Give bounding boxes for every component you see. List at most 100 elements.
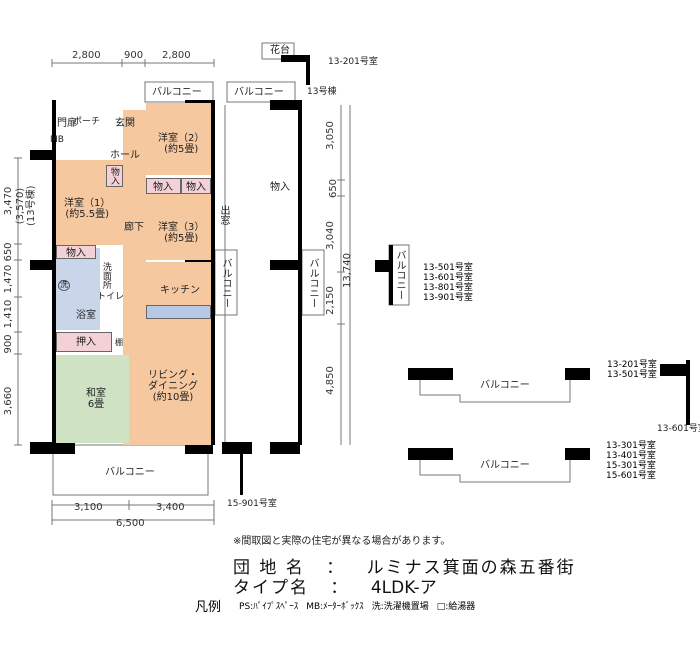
unit-label: 13-401号室 (606, 451, 656, 461)
disclaimer: ※間取図と実際の住宅が異なる場合があります。 (233, 536, 451, 547)
balcony-b-units: 13-301号室 13-401号室 15-301号室 15-601号室 (606, 441, 656, 481)
western1-size: (約5.5畳) (65, 209, 110, 220)
washer-icon: 洗 (58, 280, 70, 291)
western3-label: 洋室（3）(約5畳) (158, 222, 204, 244)
western-room-2 (146, 103, 211, 175)
western3-name: 洋室（3） (158, 222, 205, 233)
side-balcony-label: バルコニー (220, 258, 231, 308)
side-balcony3-label: バルコニー (394, 250, 405, 300)
unit-label: 15-601号室 (606, 471, 656, 481)
dim-left-5: 1,470 (3, 264, 14, 294)
balcony-a-units: 13-201号室 13-501号室 (607, 360, 657, 380)
storage-hall-label: 物入 (108, 167, 119, 185)
unit-label: 13-501号室 (607, 370, 657, 380)
dim-right-1: 3,050 (324, 121, 336, 150)
western1-label: 洋室（1）(約5.5畳) (64, 198, 110, 220)
legend-label: 凡例 (195, 600, 222, 615)
dim-left-1: 3,470 (3, 186, 14, 216)
unit-label: 13-301号室 (606, 441, 656, 451)
mb-label: MB (50, 135, 64, 145)
balcony-a-label: バルコニー (480, 380, 530, 391)
storage2-label: 物入 (153, 182, 173, 193)
complex-name: ルミナス箕面の森五番街 (366, 558, 576, 578)
unit-label: 13-201号室 (607, 360, 657, 370)
toilet-label: トイレ (97, 292, 125, 302)
balcony-top-label: バルコニー (152, 87, 202, 98)
side-balcony-units: 13-501号室 13-601号室 13-801号室 13-901号室 (423, 263, 473, 303)
dim-bottom-total: 6,500 (116, 518, 145, 529)
type-label: タイプ名 (233, 578, 309, 598)
separator: ： (326, 558, 346, 578)
kitchen-counter (146, 305, 211, 319)
storage-1 (56, 245, 96, 259)
unit-label: 13-801号室 (423, 283, 473, 293)
building13-label: 13号棟 (307, 87, 337, 97)
unit-label: 13-601号室 (423, 273, 473, 283)
unit-label: 13-901号室 (423, 293, 473, 303)
western1-name: 洋室（1） (64, 198, 111, 209)
porch-label: ポーチ (73, 117, 101, 127)
dim-right-2: 650 (328, 178, 340, 199)
dim-bottom-2: 3,400 (156, 502, 185, 513)
living-name: リビング・ (148, 370, 198, 381)
dim-right-4: 2,150 (324, 286, 336, 315)
closet (56, 332, 112, 352)
storage-hall (106, 165, 123, 187)
side-balcony2-label: バルコニー (307, 258, 318, 308)
legend: 凡例 PS:ﾊﾟｲﾌﾟｽﾍﾟｰｽ MB:ﾒｰﾀｰﾎﾞｯｸｽ 洗:洗濯機置場 □:… (195, 596, 475, 615)
japanese-name: 和室 (86, 388, 106, 399)
dim-top-1: 2,800 (72, 50, 101, 61)
dining-name: ダイニング (148, 381, 198, 392)
unit-label: 15-301号室 (606, 461, 656, 471)
type-row: タイプ名 ： 4LDK-ア (233, 573, 437, 598)
legend-water-heater: □:給湯器 (436, 602, 476, 612)
living-size: (約10畳) (152, 392, 194, 403)
separator: ： (330, 578, 350, 598)
storage1-label: 物入 (66, 248, 86, 259)
western2-label: 洋室（2）(約5畳) (158, 133, 204, 155)
dim-left-8: 3,660 (3, 386, 14, 416)
unit-label-15-901: 15-901号室 (227, 499, 277, 509)
legend-washer: 洗:洗濯機置場 (371, 602, 429, 612)
dim-right-3: 3,040 (324, 221, 336, 250)
storage3-label: 物入 (186, 182, 206, 193)
storage-unit2-label: 物入 (270, 182, 290, 193)
dim-right-5: 4,850 (324, 366, 336, 395)
legend-mb: MB:ﾒｰﾀｰﾎﾞｯｸｽ (306, 602, 364, 612)
complex-label: 団 地 名 (233, 558, 305, 578)
western-room-3 (146, 193, 211, 260)
living-label: リビング・ダイニング(約10畳) (148, 370, 198, 403)
corner-unit-label: 13-601号室 (657, 424, 700, 434)
hall-label: ホール (110, 150, 140, 161)
kitchen-label: キッチン (160, 285, 200, 296)
dim-top-3: 2,800 (162, 50, 191, 61)
dim-right-total: 13,740 (342, 253, 353, 288)
bay-window-label: 出窓 (218, 205, 229, 225)
unit-label-top-right: 13-201号室 (328, 57, 378, 67)
bath-label: 浴室 (76, 310, 96, 321)
type-name: 4LDK-ア (370, 578, 437, 598)
dim-left-3: (13号棟) (26, 185, 37, 226)
dim-bottom-1: 3,100 (74, 502, 103, 513)
balcony-top2-label: バルコニー (234, 87, 284, 98)
storage-2 (146, 178, 181, 194)
dim-left-7: 900 (3, 334, 14, 354)
living-dining-kitchen (123, 262, 211, 445)
unit-label: 13-501号室 (423, 263, 473, 273)
japanese-room (56, 355, 129, 443)
western2-name: 洋室（2） (158, 133, 205, 144)
balcony-b-label: バルコニー (480, 460, 530, 471)
storage-3 (181, 178, 211, 194)
dim-top-2: 900 (124, 50, 144, 61)
complex-row: 団 地 名 ： ルミナス箕面の森五番街 (233, 553, 576, 578)
entrance-label: 玄関 (115, 118, 135, 129)
gate-label: 門扉 (57, 118, 77, 129)
washroom-label: 洗面所 (100, 262, 111, 289)
flower-bed-label: 花台 (270, 45, 290, 56)
corridor-label: 廊下 (124, 222, 144, 233)
balcony-bottom-label: バルコニー (105, 467, 155, 478)
legend-ps: PS:ﾊﾟｲﾌﾟｽﾍﾟｰｽ (239, 602, 299, 612)
shoebox-label: 棚 (115, 338, 123, 347)
